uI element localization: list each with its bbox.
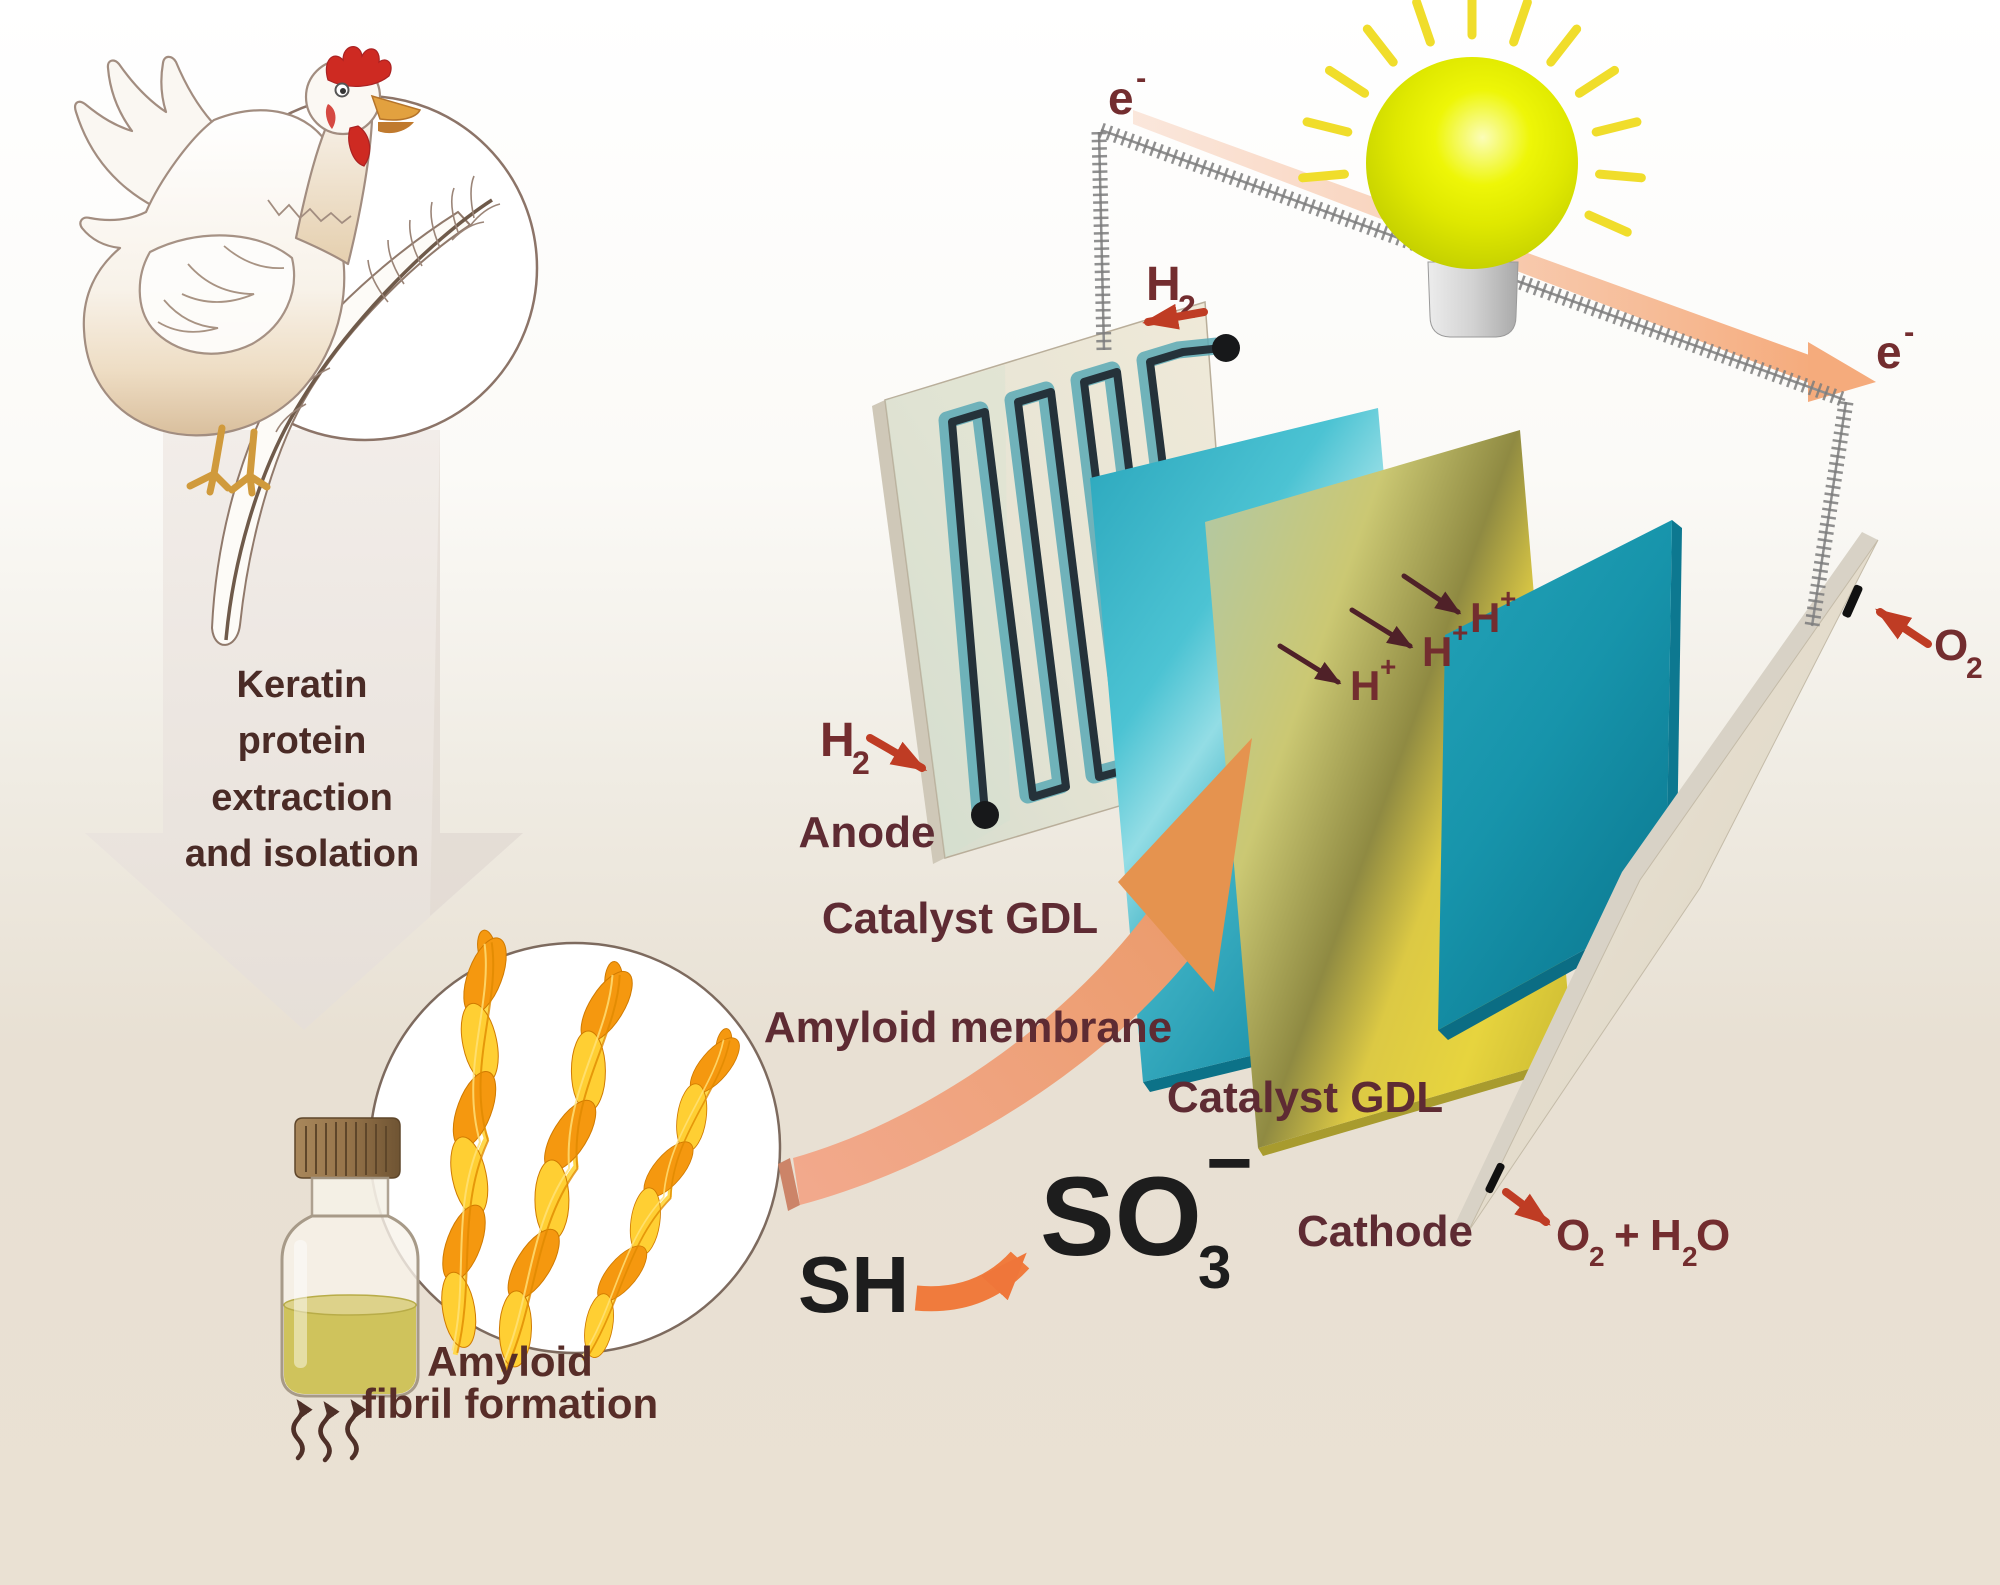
feather-barbs: [275, 175, 501, 433]
svg-text:O: O: [1556, 1211, 1590, 1260]
wing-feather-lines: [157, 245, 285, 333]
chicken-legs: [186, 424, 271, 497]
bottle-icon: [280, 1117, 420, 1398]
svg-text:H: H: [1350, 662, 1380, 709]
product-outlet: O 2 + H 2 O: [1502, 1188, 1730, 1272]
cathode-outlet-port: [1485, 1162, 1505, 1194]
chicken-beak-upper: [370, 94, 422, 121]
extraction-line1: Keratin: [237, 664, 368, 706]
light-bulb-icon: [1298, 0, 1646, 338]
svg-text:e: e: [1108, 72, 1134, 124]
proton-label: H +: [1470, 583, 1516, 641]
bulb-rays: [1298, 0, 1646, 237]
sulfonate-charge: −: [1206, 1118, 1253, 1207]
cathode-label: Cathode: [1297, 1207, 1473, 1256]
membrane-transfer-arrow: [778, 738, 1252, 1211]
svg-text:+: +: [1500, 583, 1516, 614]
svg-text:-: -: [1136, 60, 1146, 95]
flow-port-outlet: [971, 801, 999, 829]
svg-text:2: 2: [852, 745, 870, 781]
svg-text:e: e: [1876, 326, 1902, 378]
chicken-pupil: [340, 88, 346, 94]
chicken-cheek-patch: [325, 104, 336, 129]
extraction-line3: extraction: [211, 777, 393, 819]
fibril-caption-line1: Amyloid: [427, 1338, 593, 1385]
reaction-arrow: [914, 1251, 1030, 1312]
chicken-illustration: [74, 46, 422, 497]
svg-text:2: 2: [1966, 652, 1983, 685]
svg-text:2: 2: [1589, 1241, 1605, 1272]
extraction-line2: protein: [238, 720, 367, 762]
h2-inlet: H 2: [820, 714, 928, 781]
heat-arrows-icon: [291, 1399, 367, 1463]
proton-label: H +: [1422, 617, 1468, 675]
sulfonate-subscript: 3: [1198, 1234, 1231, 1301]
svg-text:+: +: [1380, 651, 1396, 682]
fibril-caption: Amyloid fibril formation: [362, 1338, 658, 1427]
sulfonate-label: SO: [1040, 1154, 1202, 1279]
catalyst-gdl-right-label: Catalyst GDL: [1167, 1073, 1443, 1122]
svg-text:H: H: [820, 714, 855, 767]
svg-text:-: -: [1904, 314, 1914, 349]
chicken-neck-ruff: [267, 199, 352, 225]
cathode-plate: [1455, 532, 1879, 1233]
thiol-label: SH: [798, 1240, 909, 1329]
svg-text:2: 2: [1682, 1241, 1698, 1272]
thiol-sulfonate-reaction: SH SO 3 −: [798, 1118, 1253, 1329]
svg-text:H: H: [1146, 258, 1181, 311]
extraction-down-arrow: [85, 430, 523, 1030]
bulb-base: [1427, 261, 1519, 338]
bulb-globe: [1366, 57, 1578, 269]
svg-text:+: +: [1614, 1211, 1640, 1260]
chicken-comb: [325, 46, 392, 87]
svg-text:O: O: [1934, 621, 1968, 670]
o2-inlet: O 2: [1875, 608, 1983, 685]
svg-text:H: H: [1470, 594, 1500, 641]
cathode-inlet-port: [1842, 584, 1863, 618]
h2-outlet-arrow: [1142, 303, 1208, 330]
o2-inlet-arrow: [1875, 608, 1932, 648]
proton-transport: H + H + H +: [1277, 573, 1516, 709]
h2-outlet: H 2: [1142, 258, 1208, 330]
membrane-label: Amyloid membrane: [764, 1003, 1172, 1052]
cap-ribs: [305, 1122, 387, 1176]
electron-label-top-left: e -: [1108, 60, 1146, 124]
h2-inlet-arrow: [866, 734, 928, 772]
electron-label-top-right: e -: [1876, 314, 1914, 378]
svg-text:+: +: [1452, 617, 1468, 648]
product-outlet-arrow: [1502, 1188, 1551, 1226]
fibril-caption-line2: fibril formation: [362, 1380, 658, 1427]
catalyst-gdl-left-label: Catalyst GDL: [822, 894, 1098, 943]
svg-text:H: H: [1422, 628, 1452, 675]
extraction-arrow-caption: Keratin protein extraction and isolation: [185, 664, 419, 875]
chicken-wattle: [348, 125, 371, 167]
anode-label: Anode: [799, 808, 936, 857]
extraction-line4: and isolation: [185, 833, 419, 875]
proton-label: H +: [1350, 651, 1396, 709]
chicken-beak-lower: [378, 122, 414, 134]
svg-text:H: H: [1650, 1211, 1682, 1260]
svg-text:O: O: [1696, 1211, 1730, 1260]
bottle-liquid: [284, 1305, 416, 1394]
flow-port-inlet: [1212, 334, 1240, 362]
